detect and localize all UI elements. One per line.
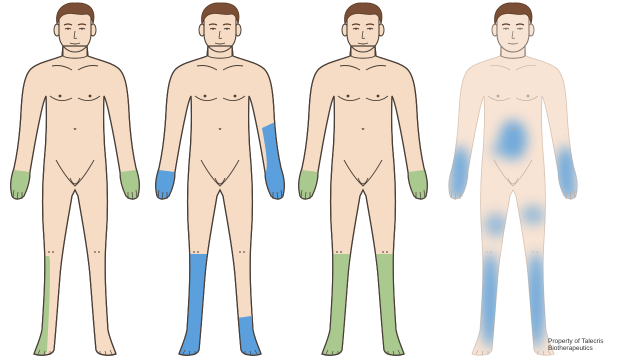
left-pupil bbox=[212, 28, 214, 30]
left-pupil bbox=[67, 28, 69, 30]
right-pupil bbox=[81, 28, 83, 30]
region-left-lower-leg bbox=[179, 254, 208, 356]
left-nipple bbox=[347, 95, 350, 98]
region-left-thigh bbox=[484, 213, 508, 237]
figure-body-group bbox=[299, 3, 428, 356]
right-pupil bbox=[519, 28, 521, 30]
fingers bbox=[451, 190, 575, 200]
left-nipple bbox=[59, 95, 62, 98]
affected-regions bbox=[11, 170, 140, 355]
right-pupil bbox=[369, 28, 371, 30]
figure-body-group bbox=[11, 3, 140, 355]
region-right-lower-leg bbox=[375, 254, 404, 356]
right-nipple bbox=[377, 95, 380, 98]
region-right-leg bbox=[526, 252, 546, 348]
figure-body-group bbox=[449, 3, 578, 355]
right-nipple bbox=[89, 95, 92, 98]
body-figure-2 bbox=[145, 0, 295, 361]
region-torso-patch-side bbox=[491, 142, 505, 158]
left-nipple bbox=[497, 95, 500, 98]
left-nipple bbox=[204, 95, 207, 98]
body-silhouette bbox=[11, 46, 140, 355]
region-left-lower-leg bbox=[322, 254, 351, 356]
right-pupil bbox=[226, 28, 228, 30]
body-silhouette bbox=[449, 46, 578, 355]
fingers bbox=[158, 190, 282, 200]
right-nipple bbox=[527, 95, 530, 98]
body-silhouette bbox=[156, 46, 285, 355]
fingers bbox=[301, 190, 425, 200]
affected-regions bbox=[299, 170, 428, 356]
body-figure-1 bbox=[0, 0, 150, 361]
figure-body-group bbox=[156, 3, 285, 356]
body-figure-3 bbox=[288, 0, 438, 361]
right-nipple bbox=[234, 95, 237, 98]
left-pupil bbox=[505, 28, 507, 30]
body-silhouette bbox=[299, 46, 428, 355]
fingers bbox=[13, 190, 137, 200]
left-pupil bbox=[355, 28, 357, 30]
body-figure-4 bbox=[438, 0, 588, 361]
copyright-credit: Property of Talecris Biotherapeutics bbox=[548, 338, 619, 352]
region-left-leg bbox=[480, 252, 500, 348]
region-right-thigh bbox=[521, 205, 545, 225]
